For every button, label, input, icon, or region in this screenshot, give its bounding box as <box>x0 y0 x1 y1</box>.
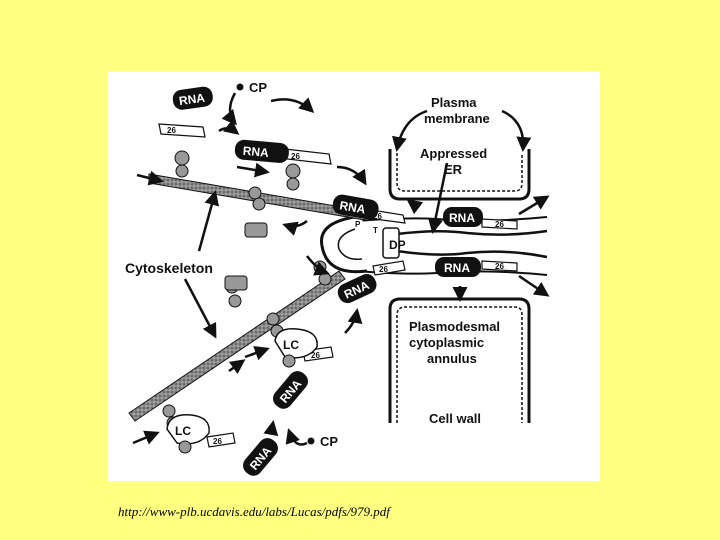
appressed-er-label-line1: Appressed <box>420 146 487 161</box>
svg-text:26: 26 <box>379 265 388 274</box>
annulus-label-line2: cytoplasmic <box>409 335 484 350</box>
annulus-label-line1: Plasmodesmal <box>409 319 500 334</box>
lc-label-2: LC <box>175 424 191 438</box>
plasma-membrane-label-line1: Plasma <box>431 95 477 110</box>
rna-pill: RNA <box>443 207 483 227</box>
diagram-canvas: 26 26 26 26 26 26 26 26 P T T <box>107 71 600 481</box>
svg-text:26: 26 <box>495 262 504 271</box>
svg-text:26: 26 <box>495 220 504 229</box>
movement-protein-tags: 26 26 26 26 26 26 26 26 P T T <box>159 124 517 447</box>
cp-label-top: CP <box>249 80 267 95</box>
lc-label-1: LC <box>283 338 299 352</box>
svg-text:RNA: RNA <box>444 261 470 275</box>
dp-label: DP <box>389 238 406 252</box>
rna-pill: RNA <box>435 257 481 277</box>
svg-text:26: 26 <box>291 152 300 161</box>
rna-pill: RNA <box>269 367 311 412</box>
cp-label-bottom: CP <box>320 434 338 449</box>
rna-pill: RNA <box>239 434 281 479</box>
rna-pill: RNA <box>331 193 380 221</box>
plasmodesmata-diagram: 26 26 26 26 26 26 26 26 P T T <box>107 71 600 481</box>
svg-text:RNA: RNA <box>449 211 475 225</box>
cell-wall-label: Cell wall <box>429 411 481 426</box>
cp-dot-bottom <box>308 438 315 445</box>
svg-text:26: 26 <box>167 126 176 135</box>
cytoskeleton-label: Cytoskeleton <box>125 260 213 276</box>
annulus-label-line3: annulus <box>427 351 477 366</box>
rna-pill: RNA <box>172 86 214 111</box>
source-url: http://www-plb.ucdavis.edu/labs/Lucas/pd… <box>118 504 390 520</box>
svg-text:26: 26 <box>213 437 222 446</box>
rna-pill: RNA <box>234 139 290 164</box>
cp-dot-top <box>237 84 244 91</box>
svg-text:T: T <box>373 226 378 235</box>
svg-text:P: P <box>355 220 361 229</box>
cytoskeleton-filaments <box>129 174 365 421</box>
plasma-membrane-label-line2: membrane <box>424 111 490 126</box>
svg-text:RNA: RNA <box>242 144 269 160</box>
appressed-er-label-line2: ER <box>444 162 463 177</box>
